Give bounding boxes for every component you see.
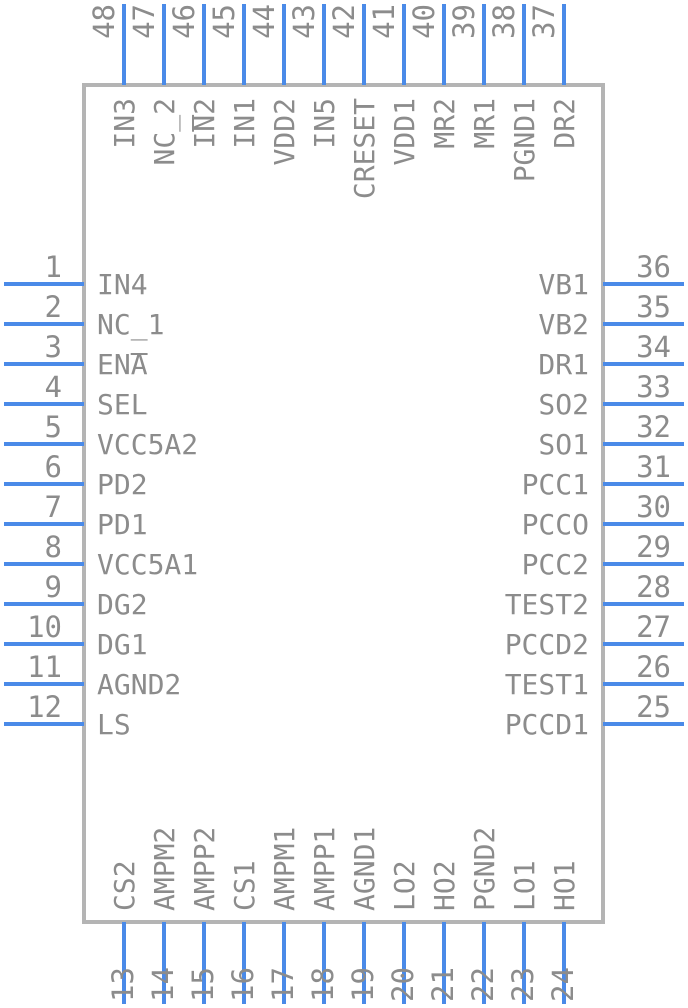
pin-number-4: 4 [45, 370, 62, 404]
pin-number-13: 13 [106, 967, 140, 1002]
pin-number-46: 46 [167, 4, 201, 39]
pin-number-6: 6 [45, 450, 62, 484]
pin-label-24: HO1 [548, 860, 581, 911]
pin-number-19: 19 [346, 967, 380, 1002]
pin-number-14: 14 [146, 967, 180, 1002]
pin-number-45: 45 [207, 4, 241, 39]
pin-number-48: 48 [87, 4, 121, 39]
pin-label-32: SO1 [538, 428, 589, 461]
pin-label-12: LS [97, 708, 131, 741]
pin-label-31: PCC1 [522, 468, 589, 501]
ic-body-outline [82, 83, 605, 924]
pin-label-36: VB1 [538, 268, 589, 301]
pin-label-43: IN5 [308, 98, 341, 149]
pin-number-10: 10 [27, 610, 62, 644]
pin-label-28: TEST2 [505, 588, 589, 621]
pin-label-21: HO2 [428, 860, 461, 911]
pin-label-37: DR2 [548, 98, 581, 149]
pin-number-2: 2 [45, 290, 62, 324]
pin-label-2: NC_1 [97, 308, 164, 342]
pin-label-16: CS1 [228, 860, 261, 911]
pin-label-35: VB2 [538, 308, 589, 341]
pin-number-17: 17 [266, 967, 300, 1002]
pin-label-8: VCC5A1 [97, 548, 198, 581]
pin-label-40: MR2 [428, 98, 461, 149]
pin-number-18: 18 [306, 967, 340, 1002]
pin-label-23: LO1 [508, 860, 541, 911]
pin-number-29: 29 [636, 530, 671, 564]
pin-number-27: 27 [636, 610, 671, 644]
pin-label-45: IN1 [228, 98, 261, 149]
pin-number-38: 38 [487, 4, 521, 39]
pin-number-7: 7 [45, 490, 62, 524]
pin-number-25: 25 [636, 690, 671, 724]
pin-label-48: IN3 [108, 98, 141, 149]
pin-label-39: MR1 [468, 98, 501, 149]
pin-label-19: AGND1 [348, 827, 381, 911]
pin-label-41: VDD1 [388, 98, 421, 165]
pin-label-22: PGND2 [468, 827, 501, 911]
pin-label-13: CS2 [108, 860, 141, 911]
pin-label-17: AMPM1 [268, 827, 301, 911]
pin-label-29: PCC2 [522, 548, 589, 581]
pin-number-42: 42 [327, 4, 361, 39]
pin-number-22: 22 [466, 967, 500, 1002]
pin-number-36: 36 [636, 250, 671, 284]
pin-label-11: AGND2 [97, 668, 181, 701]
pin-label-20: LO2 [388, 860, 421, 911]
pin-number-20: 20 [386, 967, 420, 1002]
pin-label-47: NC_2 [148, 98, 182, 165]
pin-number-34: 34 [636, 330, 671, 364]
pin-label-42: CRESET [348, 98, 381, 199]
pin-number-3: 3 [45, 330, 62, 364]
pin-label-38: PGND1 [508, 98, 541, 182]
pin-number-35: 35 [636, 290, 671, 324]
pin-number-15: 15 [186, 967, 220, 1002]
pin-label-1: IN4 [97, 268, 148, 301]
pin-label-27: PCCD2 [505, 628, 589, 661]
pin-number-8: 8 [45, 530, 62, 564]
pin-label-18: AMPP1 [308, 827, 341, 911]
pin-number-44: 44 [247, 4, 281, 39]
pin-label-15: AMPP2 [188, 827, 221, 911]
pin-label-14: AMPM2 [148, 827, 181, 911]
pin-number-30: 30 [636, 490, 671, 524]
pin-number-16: 16 [226, 967, 260, 1002]
pin-number-43: 43 [287, 4, 321, 39]
pin-number-32: 32 [636, 410, 671, 444]
pin-label-10: DG1 [97, 628, 148, 661]
pin-label-34: DR1 [538, 348, 589, 381]
pin-label-7: PD1 [97, 508, 148, 541]
pin-number-33: 33 [636, 370, 671, 404]
pin-number-11: 11 [27, 650, 62, 684]
pin-number-12: 12 [27, 690, 62, 724]
pin-number-26: 26 [636, 650, 671, 684]
pin-label-26: TEST1 [505, 668, 589, 701]
pin-number-31: 31 [636, 450, 671, 484]
pin-label-44: VDD2 [268, 98, 301, 165]
pin-label-3: ENA [97, 348, 148, 381]
pin-number-24: 24 [546, 967, 580, 1002]
pin-number-5: 5 [45, 410, 62, 444]
pin-label-30: PCCO [522, 508, 589, 541]
pin-number-37: 37 [527, 4, 561, 39]
pin-number-21: 21 [426, 967, 460, 1002]
pin-label-33: SO2 [538, 388, 589, 421]
pin-label-5: VCC5A2 [97, 428, 198, 461]
pin-number-23: 23 [506, 967, 540, 1002]
pin-number-39: 39 [447, 4, 481, 39]
pin-label-4: SEL [97, 388, 148, 421]
pin-number-40: 40 [407, 4, 441, 39]
pin-label-25: PCCD1 [505, 708, 589, 741]
pin-label-9: DG2 [97, 588, 148, 621]
pin-number-41: 41 [367, 4, 401, 39]
pin-number-47: 47 [127, 4, 161, 39]
pin-number-28: 28 [636, 570, 671, 604]
pin-number-1: 1 [45, 250, 62, 284]
pin-number-9: 9 [45, 570, 62, 604]
pin-label-6: PD2 [97, 468, 148, 501]
